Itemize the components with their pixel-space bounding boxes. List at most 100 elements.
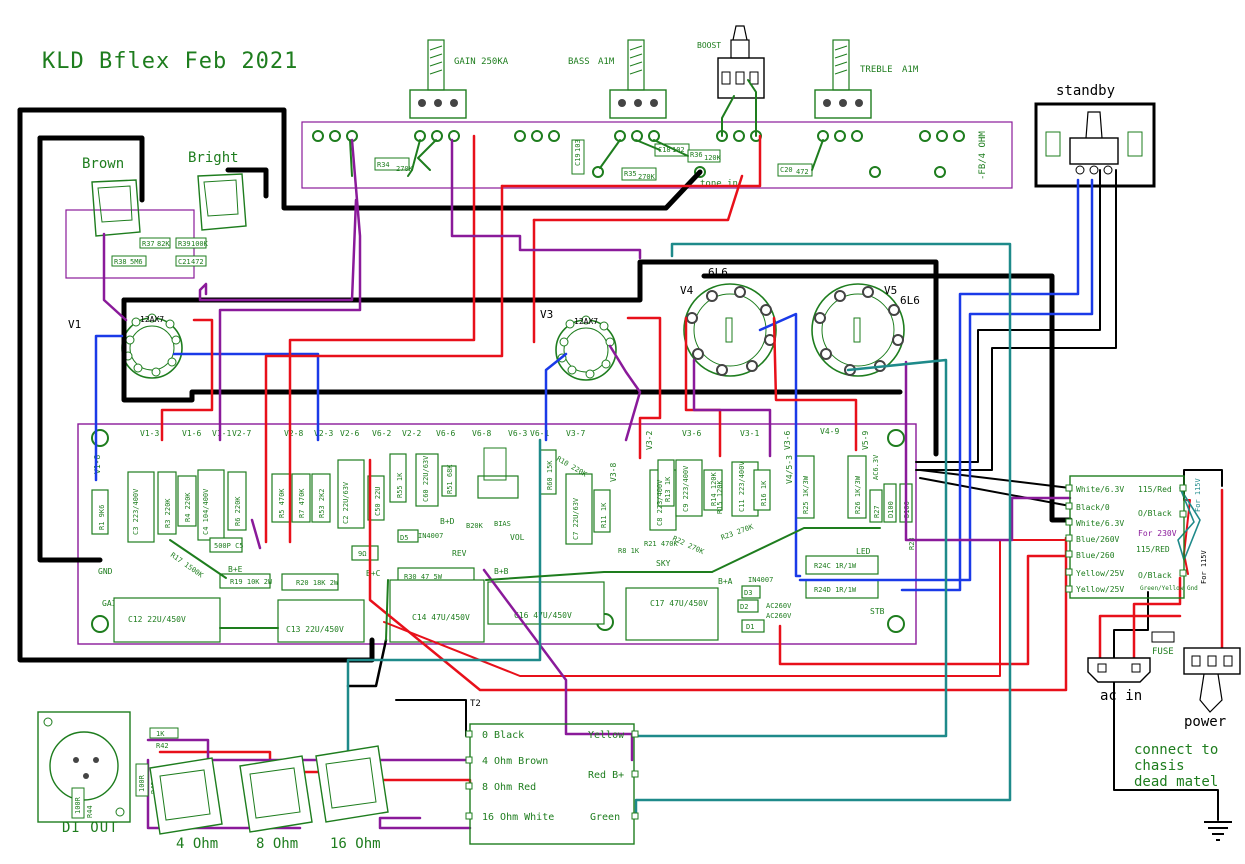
main-board: V1-3 V1-6 V1-1 V2-7 V2-8 V2-3 V2-6 V6-2 … [77,423,917,645]
in4007-a-label: IN4007 [418,532,443,540]
pad-label-v2-8: V2-8 [284,429,303,438]
standby-cap-right [1127,131,1143,157]
pad-label-v3-8: V3-8 [609,463,618,482]
pad-label-v2-3: V2-3 [314,429,333,438]
c18-value: 102 [672,146,685,154]
r27-label: R27 [873,505,881,518]
pad-label-v6-1: V6-1 [530,429,549,438]
wires [17,79,1224,830]
r19-label: R19 10K 2W [230,578,273,586]
power-input: FUSE ac in power connect to chasis dead … [1087,631,1241,841]
pad-label-v6-3: V6-3 [508,429,527,438]
r37-value: 82K [157,240,170,248]
r16-label: R16 1K [760,480,768,506]
ot-rtap-2: Green [590,812,620,823]
control-board-outline [301,121,1013,189]
r44-value: 100R [74,796,82,814]
c2-label: C2 22U/63V [342,481,350,524]
r7-label: R7 470K [298,488,306,518]
d2-label: D2 [740,603,748,611]
r4-label: R4 220K [184,492,192,522]
pt-tap-6: Yellow/25V [1076,585,1124,594]
bass-pot[interactable] [609,39,667,119]
r11-label: R11 1K [600,502,608,528]
pad-label-v45-3: V4/5-3 [785,455,794,484]
v4-label: V4 [680,284,694,297]
c20-value: 472 [796,168,809,176]
pad-label-stb: STB [870,607,885,616]
r38-name: R38 [114,258,127,266]
brown-input-jack[interactable] [91,179,141,237]
r44-resistor [71,787,85,819]
ohm16-label: 16 Ohm [330,836,381,852]
chassis-note-1: connect to [1134,742,1218,758]
gain-pot[interactable] [409,39,467,119]
pad-label-bd: B+D [440,517,455,526]
pt-rtap-1: O/Black [1138,509,1172,518]
treble-pot[interactable] [814,39,872,119]
pad-label-v2-6: V2-6 [340,429,359,438]
pad-label-bb: B+B [494,567,509,576]
input-board: Brown Bright R37 82K R39 100K R38 5M6 C2… [65,150,247,279]
bass-label: BASS [568,57,590,67]
standby-cap-left [1045,131,1061,157]
ot-rtap-1: Red B+ [588,770,624,781]
bias-pot[interactable] [483,447,507,481]
c16-label: C16 47U/450V [514,611,572,620]
boost-switch[interactable] [717,25,765,99]
r35-value: 270K [638,173,656,181]
output-section: DI OUT 1K R42 100R R44 100R R43 4 Ohm 8 … [37,711,389,852]
brown-label: Brown [82,156,124,172]
r14-label: R14 120K [710,471,718,506]
r35-name: R35 [624,170,637,178]
pad-label-v5-9: V5-9 [861,431,870,450]
r36-value: 120K [704,154,722,162]
standby-switch[interactable] [1069,111,1119,175]
r60-label: R60 15K [546,460,554,490]
power-switch[interactable] [1183,647,1241,713]
r20-label: R20 18K 2W [296,579,339,587]
pt-rtap-4: O/Black [1138,571,1172,580]
pad-label-ba: B+A [718,577,733,586]
ac-a-label: AC260V [766,602,792,610]
c50-label: C50 22U [374,486,382,516]
b20k-label: B20K [466,522,484,530]
pad-label-rev: REV [452,549,467,558]
c4-label: C4 104/400V [202,488,210,535]
ohm8-label: 8 Ohm [256,836,298,852]
ac-inlet[interactable] [1087,657,1151,683]
c20-name: C20 [780,166,793,174]
ac-in-label: ac in [1100,688,1142,704]
in4007-b-label: IN4007 [748,576,773,584]
treble-taper-label: A1M [902,65,919,75]
v3-label: V3 [540,308,553,321]
speaker-jack-8ohm[interactable] [239,755,313,833]
v1-type: 12AX7 [140,315,164,324]
wire-black-heater-c [701,273,1073,523]
control-board-pads [312,130,965,178]
r37-resistor [139,237,171,249]
pad-label-bc: B+C [366,569,381,578]
r1-label: R1 9K6 [98,505,106,530]
r15-label: R15 120K [716,479,724,514]
r17-label: R17 1500K [169,551,205,580]
tube-v3 [555,315,617,381]
pad-label-be: B+E [228,565,243,574]
power-label: power [1184,714,1226,730]
v1-label: V1 [68,318,81,331]
bright-input-jack[interactable] [197,173,247,231]
r24c-label: R24C 1R/1W [814,562,857,570]
pad-label-vol: VOL [510,533,525,542]
speaker-jack-4ohm[interactable] [149,757,223,835]
pad-label-v3-6: V3-6 [682,429,701,438]
bass-taper-label: A1M [598,57,615,67]
gain-label: GAIN 250KA [454,57,509,67]
c5-label: 500P C5 [214,542,244,550]
chassis-note-3: dead matel [1134,774,1218,790]
speaker-jack-16ohm[interactable] [315,745,389,823]
output-transformer: T2 0 Black 4 Ohm Brown 8 Ohm Red 16 Ohm … [465,699,639,845]
v5-label: V5 [884,284,897,297]
control-board: GAIN 250KA BASS A1M BOOST TREBLE A [301,25,1013,189]
d5-label: D5 [400,534,408,542]
